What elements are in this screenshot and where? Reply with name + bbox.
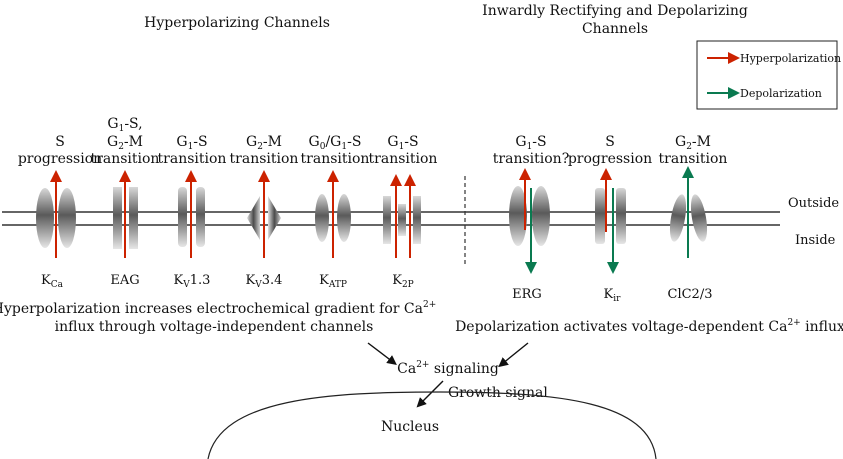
nucleus-label: Nucleus [381, 419, 439, 435]
clc-subunit-right [690, 194, 708, 242]
kv34-subunit-right [268, 196, 281, 240]
channel-kv13: G1-S transition KV1.3 [158, 134, 227, 290]
kv13-label: KV1.3 [174, 273, 211, 290]
kca-subunit-right [58, 188, 76, 248]
katp-subunit-right [337, 194, 351, 242]
kir-phase-line2: progression [568, 151, 652, 167]
eag-label: EAG [110, 273, 139, 288]
erg-phase-line2: transition? [493, 151, 569, 167]
k2p-subunit-2 [398, 204, 406, 236]
k2p-subunit-1 [383, 196, 391, 244]
kv34-phase-line2: transition [230, 151, 299, 167]
inside-label: Inside [795, 233, 836, 248]
eag-phase-line2: transition [91, 151, 160, 167]
kca-subunit-left [36, 188, 54, 248]
eag-subunit-right [129, 187, 138, 249]
katp-phase-line2: transition [301, 151, 370, 167]
channel-eag: G1-S, G2-M transition EAG [91, 116, 160, 288]
k2p-subunit-3 [413, 196, 421, 244]
erg-subunit-right [532, 186, 550, 246]
kv13-subunit-left [178, 187, 187, 247]
eag-phase-line1: G2-M [107, 134, 143, 152]
kca-phase-line2: progression [18, 151, 102, 167]
katp-phase-line1: G0/G1-S [309, 134, 362, 152]
hyper-to-ca-arrow [367, 342, 397, 365]
outside-label: Outside [788, 196, 839, 211]
depol-note: Depolarization activates voltage-depende… [455, 318, 843, 335]
katp-label: KATP [319, 273, 347, 290]
kv34-label: KV3.4 [246, 273, 283, 290]
kir-phase-line1: S [605, 134, 615, 150]
channel-kv34: G2-M transition KV3.4 [230, 134, 299, 290]
channel-katp: G0/G1-S transition KATP [301, 134, 370, 290]
erg-subunit-left [509, 186, 527, 246]
heading-inward-line2: Channels [582, 21, 648, 37]
legend-depol-label: Depolarization [740, 87, 822, 100]
k2p-label: K2P [392, 273, 414, 290]
channel-kca: S progression KCa [18, 134, 102, 290]
katp-subunit-left [315, 194, 329, 242]
kir-subunit-left [595, 188, 605, 244]
kv13-subunit-right [196, 187, 205, 247]
k2p-phase-line1: G1-S [387, 134, 418, 152]
channel-clc: G2-M transition ClC2/3 [659, 134, 728, 302]
legend: Hyperpolarization Depolarization [696, 40, 841, 110]
heading-inward-line1: Inwardly Rectifying and Depolarizing [482, 3, 748, 19]
kca-label: KCa [41, 273, 64, 290]
eag-phase-line0: G1-S, [107, 116, 142, 134]
clc-phase-line1: G2-M [675, 134, 711, 152]
kca-phase-line1: S [55, 134, 65, 150]
k2p-phase-line2: transition [369, 151, 438, 167]
kv13-phase-line1: G1-S [176, 134, 207, 152]
kir-subunit-right [616, 188, 626, 244]
legend-box [696, 40, 838, 110]
erg-label: ERG [512, 287, 542, 302]
eag-subunit-left [113, 187, 122, 249]
kv34-subunit-left [247, 196, 260, 240]
kv13-phase-line2: transition [158, 151, 227, 167]
channel-kir: S progression Kir [568, 134, 652, 304]
channel-k2p: G1-S transition K2P [369, 134, 438, 290]
nucleus-outline [207, 391, 657, 459]
ca-signaling-label: Ca2+ signaling [397, 360, 499, 377]
erg-phase-line1: G1-S [515, 134, 546, 152]
kv34-phase-line1: G2-M [246, 134, 282, 152]
depol-to-ca-arrow [498, 342, 529, 368]
heading-hyperpolarizing: Hyperpolarizing Channels [144, 15, 330, 31]
clc-subunit-left [669, 194, 687, 242]
hyper-note-line1: Hyperpolarization increases electrochemi… [0, 300, 436, 317]
channel-erg: G1-S transition? ERG [493, 134, 569, 302]
clc-phase-line2: transition [659, 151, 728, 167]
kir-label: Kir [604, 287, 622, 304]
clc-label: ClC2/3 [668, 287, 713, 302]
hyper-note-line2: influx through voltage-independent chann… [55, 319, 374, 335]
legend-hyper-label: Hyperpolarization [740, 52, 841, 65]
